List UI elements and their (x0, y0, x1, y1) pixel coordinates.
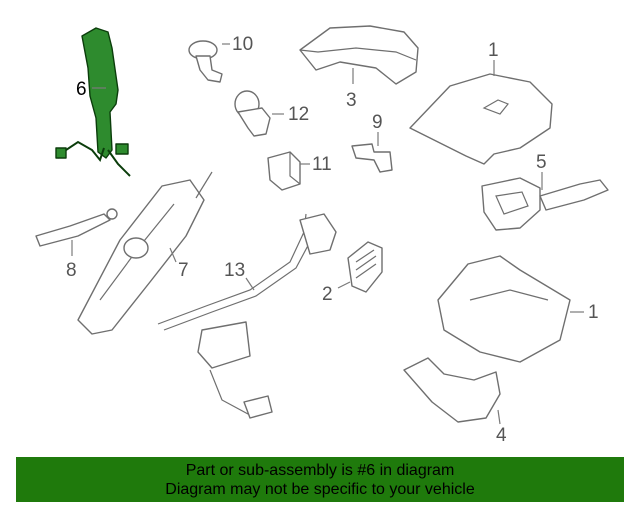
part-3[interactable] (299, 25, 419, 85)
callout-4: 4 (496, 425, 507, 446)
banner-line-1: Part or sub-assembly is #6 in diagram (185, 462, 455, 479)
part-6-highlighted[interactable] (55, 27, 131, 177)
parts-diagram: 6 10 12 11 3 9 1 5 (35, 25, 609, 446)
part-1-lower[interactable] (437, 255, 571, 363)
callout-9: 9 (372, 112, 383, 133)
leader-4 (497, 409, 501, 425)
callout-6: 6 (76, 79, 87, 100)
callout-10: 10 (232, 34, 253, 55)
leader-2 (337, 281, 351, 289)
part-12[interactable] (234, 90, 271, 137)
callout-13: 13 (224, 260, 245, 281)
callout-8: 8 (66, 260, 77, 281)
callout-5: 5 (536, 152, 547, 173)
callout-11: 11 (312, 154, 332, 175)
part-8[interactable] (35, 208, 118, 247)
leader-13 (245, 277, 255, 291)
callout-7: 7 (178, 260, 189, 281)
part-7[interactable] (77, 171, 213, 335)
part-10[interactable] (188, 40, 223, 83)
part-4[interactable] (403, 357, 501, 423)
leader-7 (169, 247, 177, 263)
part-11[interactable] (267, 151, 301, 191)
part-2[interactable] (347, 241, 383, 293)
part-1-upper[interactable] (409, 73, 553, 165)
callout-3: 3 (346, 90, 357, 111)
callout-12: 12 (288, 104, 309, 125)
banner-line-2: Diagram may not be specific to your vehi… (165, 481, 475, 498)
part-9[interactable] (351, 143, 393, 173)
callout-2: 2 (322, 284, 333, 305)
vehicle-fit-banner: Part or sub-assembly is #6 in diagram Di… (16, 457, 624, 502)
part-13[interactable] (157, 213, 337, 419)
callout-1a: 1 (488, 40, 499, 61)
part-5[interactable] (481, 177, 609, 231)
callout-1b: 1 (588, 302, 599, 323)
